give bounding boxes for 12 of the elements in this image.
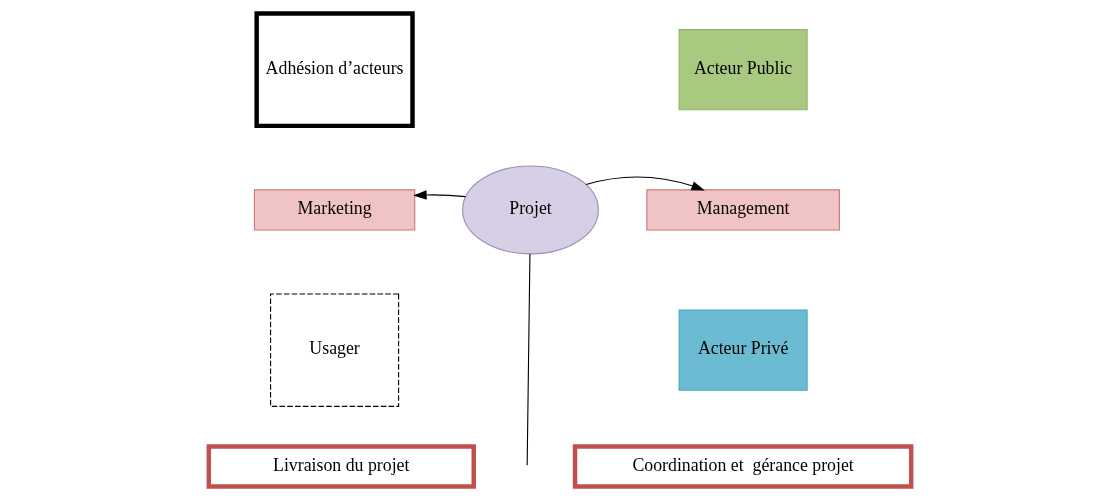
connector [526,252,530,466]
node-box: Adhésion d’acteurs [253,10,415,128]
arrow [412,189,466,200]
node-box: Acteur Public [678,28,808,110]
arrow [585,175,705,190]
node-box: Usager [269,292,399,407]
node-box: Management [645,188,840,230]
node-box: Livraison du projet [206,443,476,489]
node-box: Coordination et gérance projet [572,443,913,489]
node-box: Acteur Privé [678,309,808,391]
node-box: Marketing [253,188,415,230]
node-ellipse: Projet [461,164,599,254]
